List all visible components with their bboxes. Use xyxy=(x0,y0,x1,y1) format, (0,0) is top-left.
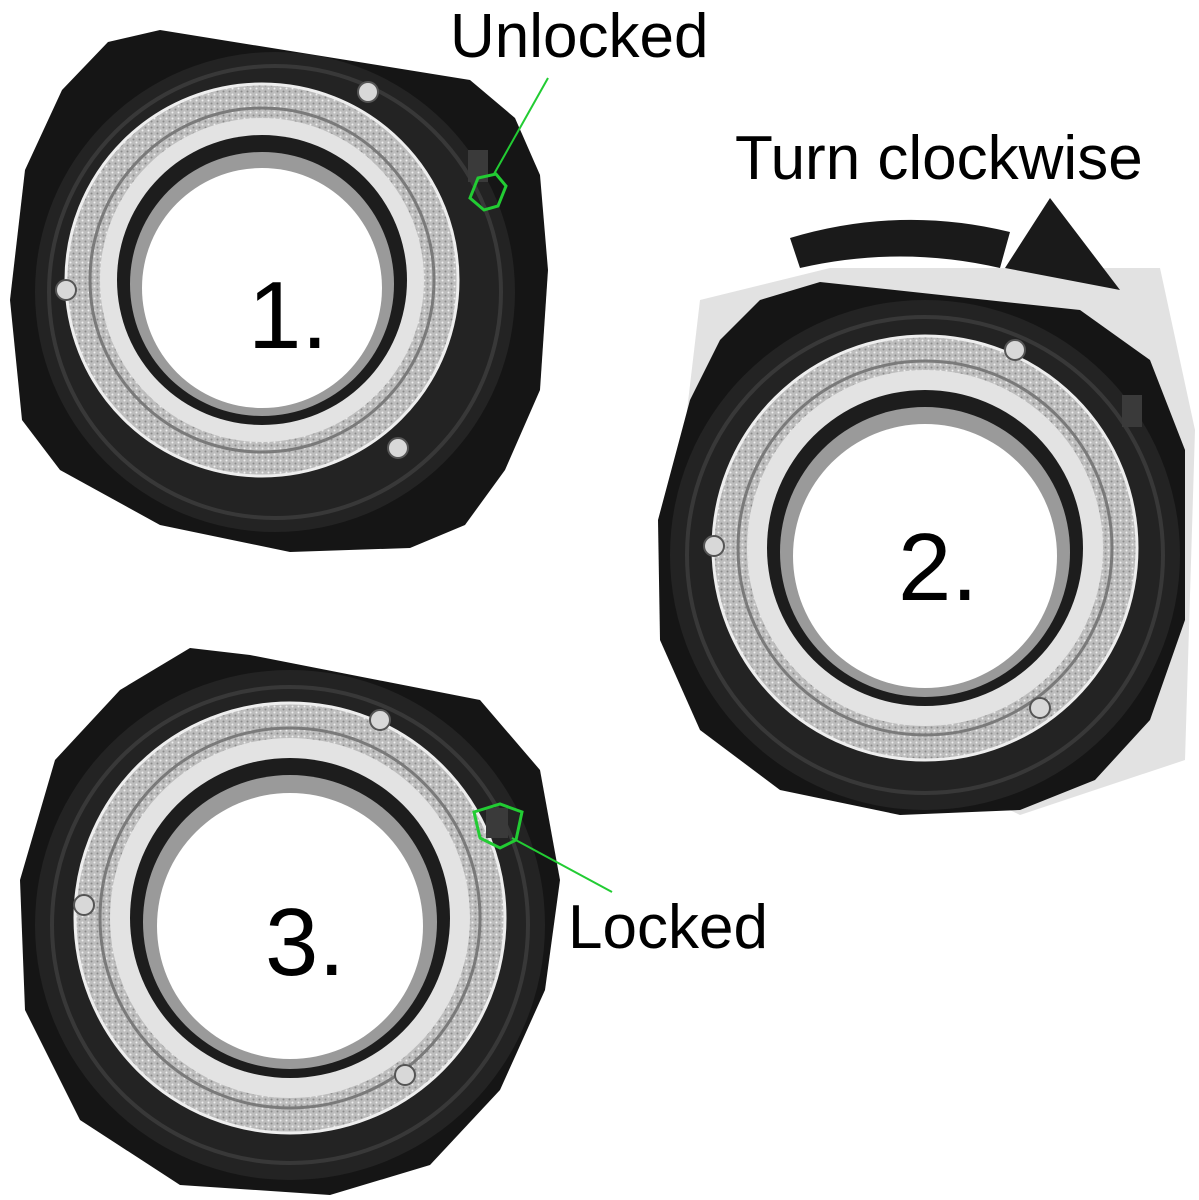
mount-2-collar-edge xyxy=(685,315,1165,795)
speedring-mount-1 xyxy=(10,30,548,552)
mount-3-collar-edge xyxy=(50,685,530,1165)
unlocked-leader-line xyxy=(493,77,549,175)
mount-3-screw-left xyxy=(73,894,95,916)
clockwise-arrow-icon xyxy=(790,198,1120,290)
step-3-label: 3. xyxy=(265,889,346,996)
mount-3-screw-bottom xyxy=(394,1064,416,1086)
mount-2-screw-bottom xyxy=(1029,697,1051,719)
mount-2-screw-left xyxy=(703,535,725,557)
step-1-label: 1. xyxy=(248,262,329,369)
mount-3-ring-groove xyxy=(98,726,482,1110)
mount-1-screw-left xyxy=(55,279,77,301)
speedring-mount-3 xyxy=(20,648,560,1195)
mount-2-ring-groove xyxy=(736,359,1114,737)
mount-2-lock-tab xyxy=(1122,395,1142,427)
mount-1-screw-top xyxy=(357,81,379,103)
mount-1-lock-tab xyxy=(468,150,488,182)
mount-1-collar-edge xyxy=(47,64,503,520)
speedring-mount-2 xyxy=(658,268,1195,815)
mount-3-aperture xyxy=(157,793,423,1059)
mount-2-screw-top xyxy=(1004,339,1026,361)
unlocked-label: Unlocked xyxy=(450,2,709,71)
mount-1-ring-groove xyxy=(88,106,436,454)
turn-clockwise-label: Turn clockwise xyxy=(735,124,1143,193)
mount-1-aperture xyxy=(142,168,382,408)
unlocked-highlight-outline xyxy=(468,172,508,212)
mount-1-screw-bottom xyxy=(387,437,409,459)
step-2-label: 2. xyxy=(898,514,979,621)
locked-leader-line xyxy=(511,837,613,893)
locked-label: Locked xyxy=(568,893,768,962)
mount-3-lock-tab xyxy=(486,808,508,838)
mount-2-aperture xyxy=(793,424,1057,688)
mount-3-screw-top xyxy=(369,709,391,731)
